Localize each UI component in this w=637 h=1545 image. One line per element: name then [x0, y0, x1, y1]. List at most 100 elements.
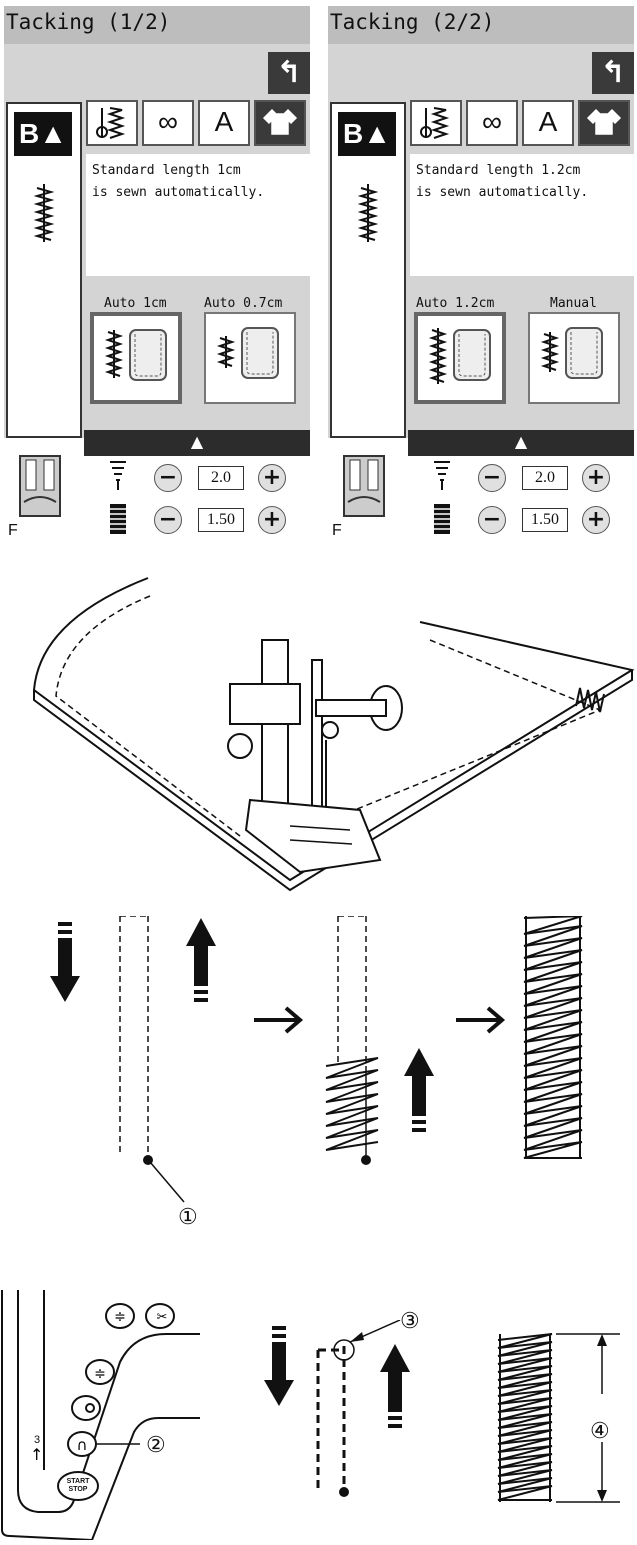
option1-button[interactable] — [90, 312, 182, 404]
overlock-icon: ∞ — [482, 106, 502, 137]
right-arrow-icon — [254, 1006, 304, 1034]
length-icon — [110, 504, 126, 534]
screen-tacking-1: Tacking (1/2) ↰ B▲ ∞ A — [4, 6, 310, 540]
control-area: − 2.0 + − 1.50 + — [408, 456, 634, 540]
stitch-sequence-diagram — [50, 916, 583, 1203]
pattern-strip: B▲ — [330, 102, 406, 438]
tab-overlock[interactable]: ∞ — [466, 100, 518, 146]
overlock-icon: ∞ — [158, 106, 178, 137]
width-icon — [434, 461, 450, 490]
start-stop-button[interactable]: START STOP — [58, 1478, 98, 1494]
option1-label: Auto 1.2cm — [416, 296, 495, 311]
option2-button[interactable] — [528, 312, 620, 404]
tacking-stitch-icon — [358, 184, 378, 242]
callout-3: ③ — [400, 1308, 420, 1333]
svg-text:∩: ∩ — [77, 1436, 88, 1454]
svg-text:≑: ≑ — [94, 1366, 106, 1382]
mode-button[interactable]: B▲ — [338, 112, 396, 156]
pocket-tack-icon — [428, 328, 491, 384]
option1-label: Auto 1cm — [104, 296, 167, 311]
width-icon — [110, 461, 126, 490]
width-value: 2.0 — [522, 466, 568, 490]
width-plus-button[interactable]: + — [582, 464, 610, 492]
presser-foot-area: F — [328, 438, 408, 540]
svg-text:✂: ✂ — [157, 1310, 168, 1325]
letter-a-icon: A — [214, 106, 234, 137]
dial-number: 3 — [34, 1434, 41, 1446]
callout-4: ④ — [590, 1418, 610, 1443]
width-plus-button[interactable]: + — [258, 464, 286, 492]
expand-bar[interactable]: ▲ — [408, 430, 634, 456]
stop-label: STOP — [68, 1486, 88, 1493]
tack-start-diagram — [264, 1320, 410, 1497]
up-arrow-icon — [380, 1344, 410, 1428]
pocket-tack-icon — [216, 327, 279, 379]
mode-button[interactable]: B▲ — [14, 112, 72, 156]
screen-tacking-2: Tacking (2/2) ↰ B▲ ∞ A — [328, 6, 634, 540]
down-arrow-icon — [264, 1326, 294, 1406]
presser-foot-icon — [19, 455, 61, 517]
tab-stitch-pattern[interactable] — [410, 100, 462, 146]
tab-stitch-pattern[interactable] — [86, 100, 138, 146]
foot-label: F — [332, 522, 342, 539]
right-arrow-icon — [456, 1006, 506, 1034]
tab-overlock[interactable]: ∞ — [142, 100, 194, 146]
bartack-length-diagram — [497, 1333, 620, 1503]
up-arrow-icon — [186, 918, 216, 1002]
length-value: 1.50 — [522, 508, 568, 532]
pocket-tack-icon — [540, 327, 603, 379]
option2-label: Auto 0.7cm — [204, 296, 283, 311]
up-arrow-icon — [404, 1048, 434, 1132]
option2-label: Manual — [550, 296, 597, 311]
letter-a-icon: A — [538, 106, 558, 137]
length-plus-button[interactable]: + — [582, 506, 610, 534]
width-minus-button[interactable]: − — [154, 464, 182, 492]
screen-title: Tacking (2/2) — [330, 10, 495, 34]
control-area: − 2.0 + − 1.50 + — [84, 456, 310, 540]
title-bar: Tacking (1/2) — [4, 6, 310, 44]
back-button[interactable]: ↰ — [268, 52, 310, 94]
width-minus-button[interactable]: − — [478, 464, 506, 492]
length-icon — [434, 504, 450, 534]
tab-garment[interactable] — [578, 100, 630, 146]
screen-title: Tacking (1/2) — [6, 10, 171, 34]
pattern-strip: B▲ — [6, 102, 82, 438]
pocket-tack-icon — [104, 329, 167, 381]
length-minus-button[interactable]: − — [154, 506, 182, 534]
start-label: START — [66, 1478, 90, 1485]
option2-button[interactable] — [204, 312, 296, 404]
return-arrow-icon: ↰ — [276, 55, 302, 90]
info-line-2: is sewn automatically. — [416, 185, 589, 200]
stitch-pattern-icon — [420, 107, 450, 139]
machine-panel: ≑ ✂ ≑ ∩ ↑ — [1, 1290, 200, 1540]
info-line-1: Standard length 1cm — [92, 163, 241, 178]
up-arrow-icon: ▲ — [190, 432, 204, 451]
width-value: 2.0 — [198, 466, 244, 490]
length-plus-button[interactable]: + — [258, 506, 286, 534]
bartack-stitch — [575, 687, 605, 713]
title-bar: Tacking (2/2) — [328, 6, 634, 44]
option1-button[interactable] — [414, 312, 506, 404]
info-line-1: Standard length 1.2cm — [416, 163, 581, 178]
tab-letters[interactable]: A — [198, 100, 250, 146]
tab-letters[interactable]: A — [522, 100, 574, 146]
stitch-pattern-icon — [96, 107, 126, 139]
down-arrow-icon — [50, 922, 80, 1002]
length-minus-button[interactable]: − — [478, 506, 506, 534]
presser-foot-icon — [343, 455, 385, 517]
foot-label: F — [8, 522, 18, 539]
length-value: 1.50 — [198, 508, 244, 532]
tacking-stitch-icon — [34, 184, 54, 242]
expand-bar[interactable]: ▲ — [84, 430, 310, 456]
garment-icon — [586, 108, 622, 135]
back-button[interactable]: ↰ — [592, 52, 634, 94]
callout-2: ② — [146, 1432, 166, 1457]
svg-text:↑: ↑ — [30, 1445, 43, 1464]
info-line-2: is sewn automatically. — [92, 185, 265, 200]
return-arrow-icon: ↰ — [600, 55, 626, 90]
info-panel: Standard length 1.2cm is sewn automatica… — [410, 154, 634, 276]
svg-text:≑: ≑ — [114, 1309, 126, 1325]
tab-garment[interactable] — [254, 100, 306, 146]
garment-icon — [262, 108, 298, 135]
up-arrow-icon: ▲ — [514, 432, 528, 451]
